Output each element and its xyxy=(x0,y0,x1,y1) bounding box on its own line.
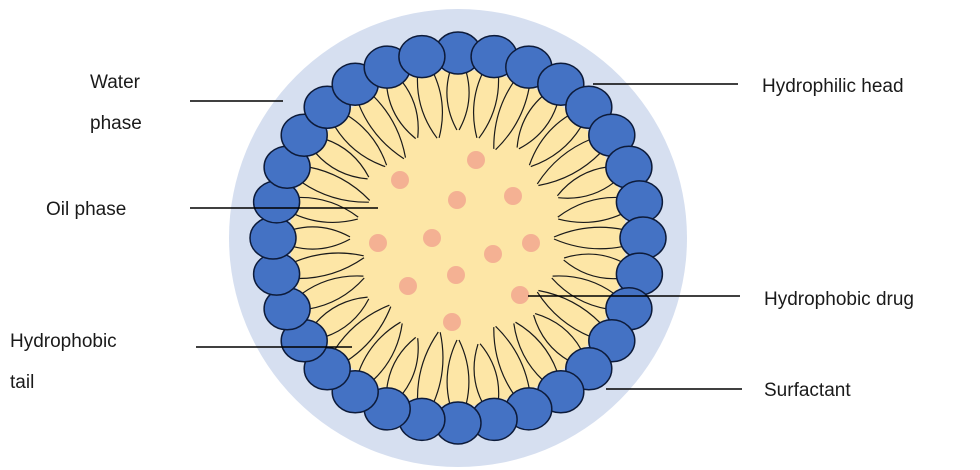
surfactant-label: Surfactant xyxy=(764,380,851,401)
drug-particle xyxy=(511,286,529,304)
hydrophilic-head-label: Hydrophilic head xyxy=(762,76,904,97)
water-phase-label-line1: Water xyxy=(90,72,141,93)
hydrophobic-drug-label: Hydrophobic drug xyxy=(764,289,914,310)
drug-particle xyxy=(423,229,441,247)
drug-particle xyxy=(484,245,502,263)
hydrophobic-tail-label-line2: tail xyxy=(10,372,34,393)
drug-particle xyxy=(443,313,461,331)
drug-particle xyxy=(448,191,466,209)
drug-particle xyxy=(504,187,522,205)
drug-particle xyxy=(391,171,409,189)
drug-particle xyxy=(369,234,387,252)
drug-particle xyxy=(522,234,540,252)
hydrophilic-head xyxy=(399,36,445,78)
drug-particle xyxy=(447,266,465,284)
drug-particle xyxy=(399,277,417,295)
oil-phase-label: Oil phase xyxy=(46,199,126,220)
hydrophobic-tail-label-line1: Hydrophobic xyxy=(10,331,117,352)
water-phase-label-line2: phase xyxy=(90,113,142,134)
drug-particle xyxy=(467,151,485,169)
